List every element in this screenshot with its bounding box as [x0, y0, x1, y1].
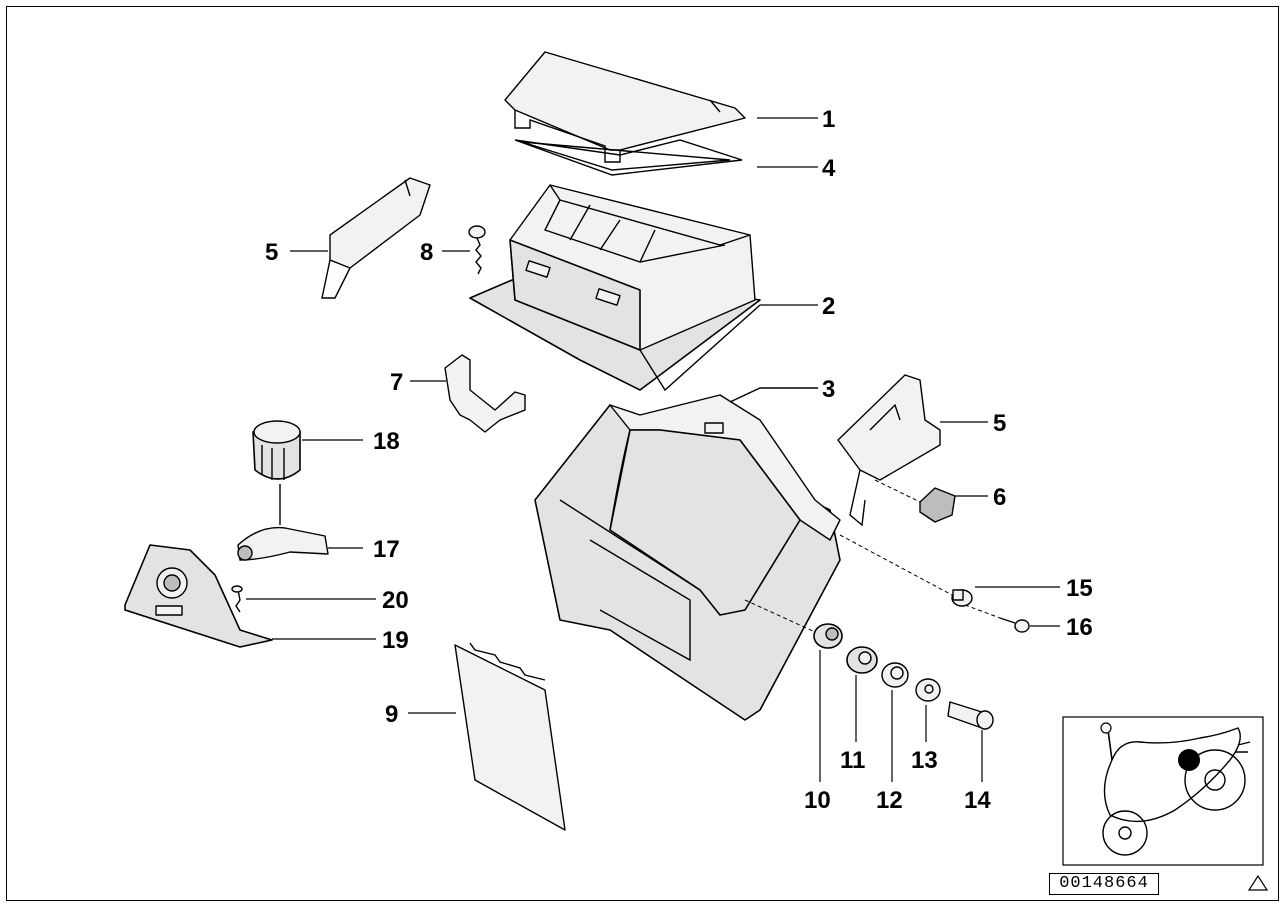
callout-18: 18: [373, 428, 400, 455]
part-18-cap[interactable]: [252, 420, 301, 480]
part-16-screw[interactable]: [999, 617, 1030, 633]
assembly-line-15: [839, 534, 953, 596]
part-12-spring-washer[interactable]: [881, 662, 909, 688]
callout-10: 10: [804, 787, 831, 814]
callout-9: 9: [385, 701, 398, 728]
part-14-bolt[interactable]: [947, 701, 994, 730]
part-17-clamp[interactable]: [237, 526, 329, 561]
callout-14: 14: [964, 787, 991, 814]
callout-19: 19: [382, 627, 409, 654]
callout-12: 12: [876, 787, 903, 814]
callout-15: 15: [1066, 575, 1093, 602]
callout-4: 4: [822, 155, 836, 182]
callout-13: 13: [911, 747, 938, 774]
reference-number: 00148664: [1049, 873, 1159, 895]
part-15-rivet-nut[interactable]: [951, 589, 973, 607]
callout-1: 1: [822, 106, 835, 133]
assembly-line-10: [744, 599, 816, 633]
diagram-frame: [6, 6, 1279, 901]
warning-triangle-icon: [1247, 874, 1269, 891]
part-3-holder[interactable]: [534, 394, 841, 721]
assembly-line-16: [964, 604, 1001, 619]
callout-16: 16: [1066, 614, 1093, 641]
callout-11: 11: [840, 747, 865, 774]
part-9-cover-plate[interactable]: [454, 642, 566, 831]
callout-5-left: 5: [265, 239, 278, 266]
part-13-washer[interactable]: [915, 678, 941, 702]
callout-17: 17: [373, 536, 400, 563]
motorcycle-thumbnail-icon: [1062, 716, 1264, 866]
part-6-clip[interactable]: [919, 487, 956, 523]
part-20-screw[interactable]: [231, 585, 243, 613]
callout-3: 3: [822, 376, 835, 403]
part-7-holder-clip[interactable]: [444, 354, 526, 433]
part-5-bracket-left[interactable]: [321, 177, 431, 299]
part-1-lid[interactable]: [504, 51, 746, 163]
part-19-socket-bracket[interactable]: [124, 544, 273, 648]
part-5-bracket-right[interactable]: [837, 374, 941, 527]
part-2-tray[interactable]: [469, 184, 761, 392]
leader-lines: [246, 117, 1060, 782]
part-8-screw[interactable]: [468, 225, 486, 275]
callout-6: 6: [993, 484, 1006, 511]
callout-5-right: 5: [993, 410, 1006, 437]
assembly-line-6: [874, 479, 921, 503]
callout-8: 8: [420, 239, 433, 266]
callout-20: 20: [382, 587, 409, 614]
callout-7: 7: [390, 369, 403, 396]
part-11-bush[interactable]: [846, 646, 878, 674]
part-4-gasket[interactable]: [514, 139, 743, 176]
part-10-grommet[interactable]: [813, 623, 843, 649]
callout-2: 2: [822, 293, 835, 320]
